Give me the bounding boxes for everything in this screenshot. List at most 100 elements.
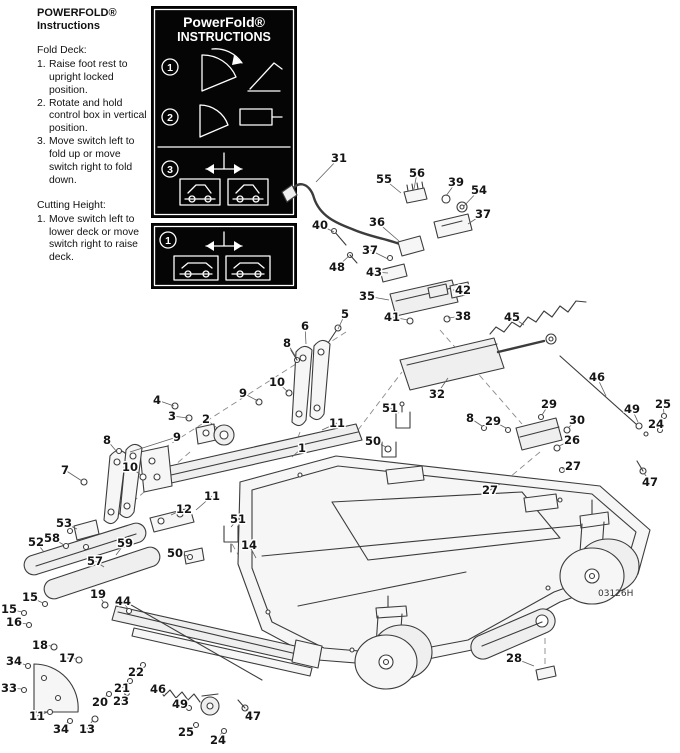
switch (427, 283, 449, 299)
cutting-height-section: Cutting Height: 1. Move switch left to l… (37, 200, 150, 265)
callout-34: 34 (53, 722, 69, 736)
wheel-icon (236, 195, 244, 203)
callout-30: 30 (569, 413, 585, 427)
leader-line-29 (541, 403, 550, 416)
wheel-icon (252, 195, 260, 203)
callout-54: 54 (471, 183, 487, 197)
callout-11: 11 (204, 489, 220, 503)
lift-linkage-upper (139, 339, 363, 493)
cutting-height-heading: Cutting Height: (37, 199, 106, 211)
callout-11: 11 (329, 416, 345, 430)
leader-line-1 (291, 447, 303, 458)
leader-line-12 (170, 508, 185, 516)
leader-line-21 (121, 682, 129, 689)
nut (441, 194, 451, 204)
callout-29: 29 (541, 397, 557, 411)
bolt (406, 317, 414, 325)
leader-line-52 (35, 541, 45, 553)
leader-line-39 (445, 181, 457, 197)
leader-line-46 (596, 376, 607, 397)
leader-line-4 (156, 399, 175, 407)
callout-7: 7 (61, 463, 69, 477)
leader-line-54 (463, 189, 480, 207)
leader-line-23 (120, 693, 127, 702)
callout-25: 25 (178, 725, 194, 739)
callout-58: 58 (44, 531, 60, 545)
circled-number-icon (159, 231, 177, 249)
leader-line-47 (245, 708, 254, 717)
leader-line-8 (106, 439, 118, 453)
step-number: 1. (37, 58, 46, 70)
callout-24: 24 (648, 417, 664, 431)
instructions-panel: POWERFOLD® Instructions Fold Deck: 1. Ra… (37, 7, 150, 265)
decal-step-1: 1 (161, 48, 283, 92)
callout-5: 5 (341, 307, 349, 321)
leader-line-27 (489, 483, 501, 491)
leader-line-19 (97, 593, 105, 604)
callout-31: 31 (331, 151, 347, 165)
leader-line-33 (8, 687, 23, 690)
callout-43: 43 (366, 265, 382, 279)
footrest-up-icon (247, 62, 283, 92)
callout-1: 1 (298, 441, 306, 455)
leader-line-34 (60, 721, 69, 730)
leader-line-37 (369, 249, 389, 260)
callout-20: 20 (92, 695, 108, 709)
leader-line-49 (179, 703, 188, 708)
leader-line-36 (376, 221, 400, 242)
step-text: Move switch left to fold up or move swit… (49, 136, 135, 186)
leader-line-3 (171, 415, 189, 419)
callout-8: 8 (283, 336, 291, 350)
callout-29: 29 (485, 414, 501, 428)
callout-15: 15 (1, 602, 17, 616)
circled-number-icon (161, 160, 179, 178)
step-text: Move switch left to lower deck or move s… (49, 213, 140, 264)
leader-line-43 (373, 271, 389, 274)
callout-37: 37 (362, 243, 378, 257)
harness-connector (281, 184, 298, 203)
leader-line-24 (217, 731, 223, 741)
leader-line-8 (286, 342, 297, 358)
callout-46: 46 (589, 370, 605, 384)
leader-line-51 (230, 518, 239, 528)
decal-title-line2: INSTRUCTIONS (177, 30, 271, 44)
leader-line-37 (467, 213, 484, 225)
callout-50: 50 (167, 546, 183, 560)
callout-47: 47 (642, 475, 658, 489)
callout-46: 46 (150, 682, 166, 696)
hanger-brackets (183, 401, 411, 565)
leader-line-56 (413, 172, 418, 190)
callout-2: 2 (202, 412, 210, 426)
callout-10: 10 (122, 460, 138, 474)
leader-line-14 (248, 544, 257, 559)
deck-plate (523, 493, 559, 513)
leader-line-7 (64, 469, 83, 482)
wheel-icon (254, 270, 262, 278)
leader-line-48 (336, 255, 350, 268)
leader-line-29 (492, 420, 507, 429)
fold-deck-section: Fold Deck: 1. Raise foot rest to upright… (37, 45, 150, 188)
callout-34: 34 (6, 654, 22, 668)
leader-line-25 (662, 403, 665, 415)
circled-number-icon (161, 108, 179, 126)
link-arm (119, 443, 143, 519)
callout-49: 49 (624, 402, 640, 416)
spring (157, 687, 201, 703)
lower-deck-box-icon (173, 255, 219, 281)
lift-linkage-left (80, 443, 195, 533)
arrow-left-icon (206, 241, 214, 251)
powerfold-decal: PowerFold® INSTRUCTIONS 1 2 (151, 6, 297, 294)
cutting-height-step-1: 1. Move switch left to lower deck or mov… (37, 214, 150, 266)
leader-line-47 (643, 472, 651, 483)
wheel-icon (236, 270, 244, 278)
callout-8: 8 (103, 433, 111, 447)
leader-line-34 (13, 660, 27, 666)
roller (43, 546, 161, 600)
leader-line-46 (157, 688, 167, 695)
callout-50: 50 (365, 434, 381, 448)
decal-step-1-number: 1 (167, 62, 173, 74)
leader-line-9 (129, 436, 178, 453)
leader-line-11 (36, 711, 49, 717)
leader-line-45 (511, 316, 525, 326)
